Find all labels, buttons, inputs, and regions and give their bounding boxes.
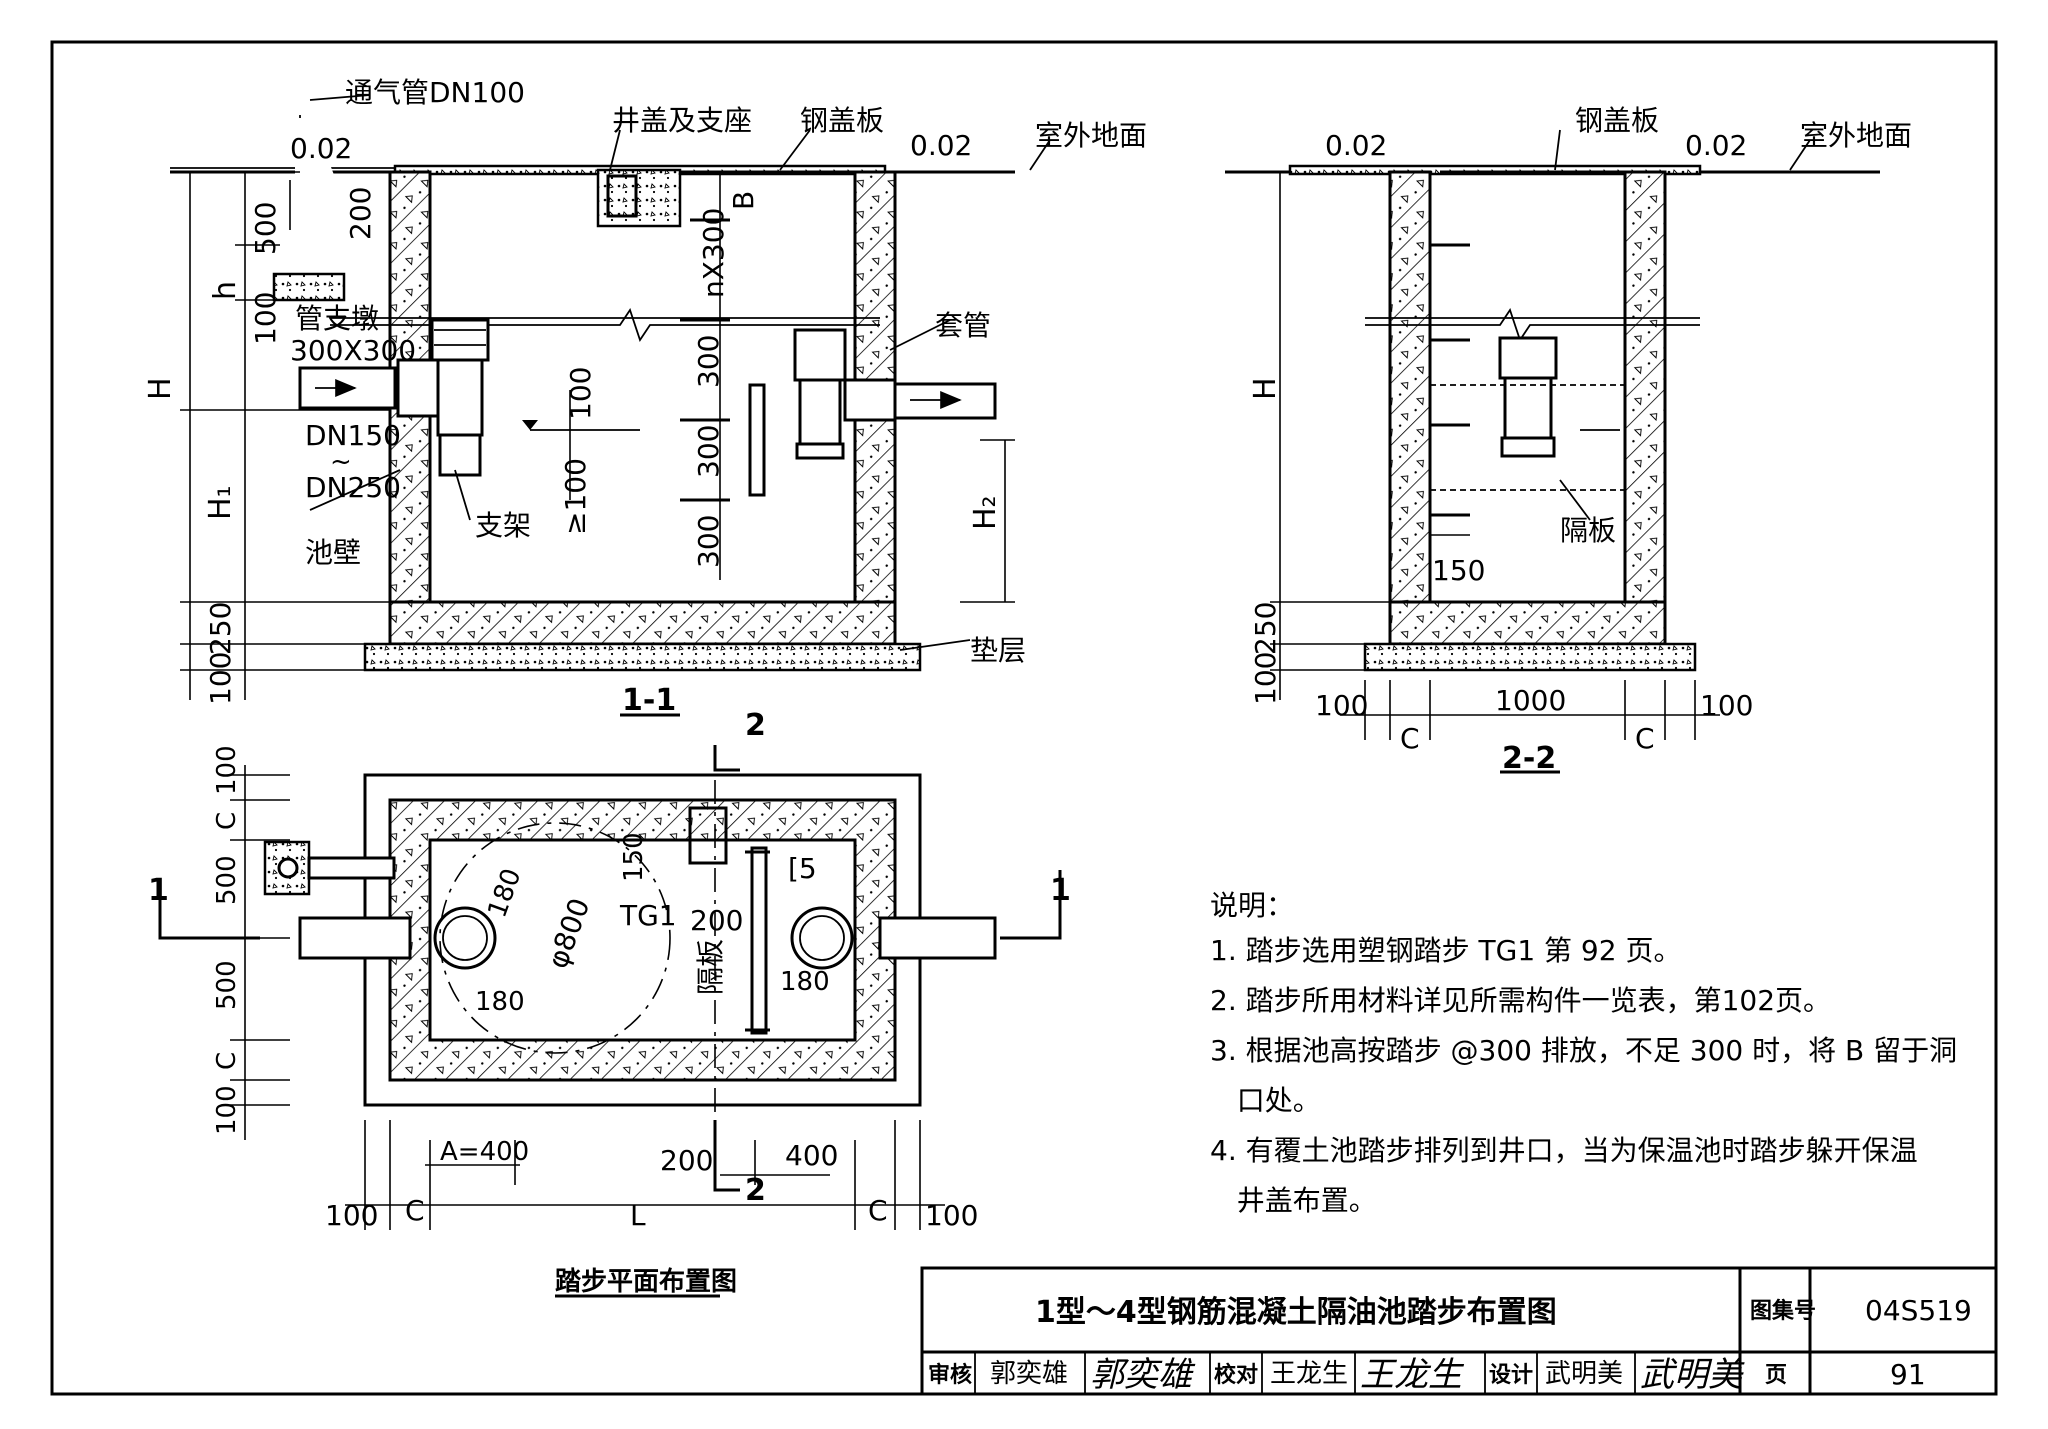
reviewer-signature: 郭奕雄 bbox=[1090, 1355, 1196, 1395]
sleeve-label: 套管 bbox=[935, 309, 991, 342]
vent-pipe-label: 通气管DN100 bbox=[345, 76, 525, 109]
inlet-dn-tilde: ~ bbox=[330, 447, 352, 477]
dim-ge100: ≥100 bbox=[559, 458, 592, 535]
page-label: 页 bbox=[1765, 1363, 1787, 1388]
dim-150: 150 bbox=[619, 832, 649, 882]
check-label: 校对 bbox=[1214, 1362, 1258, 1388]
support-label: 支架 bbox=[475, 509, 531, 542]
dim-300: 300 bbox=[692, 425, 725, 478]
checker-name: 王龙生 bbox=[1270, 1359, 1348, 1389]
dim-C: C bbox=[212, 1052, 242, 1070]
tg1-label: TG1 bbox=[619, 899, 677, 932]
dim-100: 100 bbox=[212, 745, 242, 795]
dim-200: 200 bbox=[344, 187, 377, 240]
dim-C: C bbox=[868, 1194, 888, 1227]
section-1-1 bbox=[170, 80, 1051, 717]
checker-signature: 王龙生 bbox=[1360, 1355, 1465, 1395]
design-label: 设计 bbox=[1489, 1363, 1533, 1388]
dim-B: B bbox=[727, 191, 760, 210]
dim-100: 100 bbox=[212, 1085, 242, 1135]
note-item: 2. 踏步所用材料详见所需构件一览表，第102页。 bbox=[1210, 984, 1831, 1017]
dim-300: 300 bbox=[692, 515, 725, 568]
note-item: 1. 踏步选用塑钢踏步 TG1 第 92 页。 bbox=[1210, 934, 1681, 967]
page-number: 91 bbox=[1890, 1358, 1926, 1391]
dim-100: 100 bbox=[204, 652, 237, 705]
designer-signature: 武明美 bbox=[1640, 1355, 1745, 1395]
slope-label: 0.02 bbox=[290, 132, 352, 165]
steel-cover-label: 钢盖板 bbox=[1575, 104, 1659, 137]
cushion-label: 垫层 bbox=[970, 634, 1026, 667]
dim-nx300: nX300 bbox=[697, 208, 730, 298]
cut-mark: 1 bbox=[148, 873, 169, 908]
drawing-title: 1型～4型钢筋混凝土隔油池踏步布置图 bbox=[1035, 1295, 1557, 1330]
outdoor-ground-label: 室外地面 bbox=[1800, 119, 1912, 152]
note-item: 井盖布置。 bbox=[1210, 1184, 1377, 1217]
baffle-label: 隔板 bbox=[694, 939, 727, 995]
note-item: 口处。 bbox=[1210, 1084, 1321, 1117]
notes-heading: 说明： bbox=[1210, 889, 1294, 922]
pier-label: 管支墩 bbox=[295, 302, 379, 335]
dim-C: C bbox=[212, 812, 242, 830]
dim-H: H bbox=[1248, 377, 1283, 400]
dim-H2: H₂ bbox=[968, 495, 1003, 530]
slope-label: 0.02 bbox=[910, 129, 972, 162]
cut-mark: 2 bbox=[745, 708, 766, 743]
dim-C: C bbox=[1400, 722, 1420, 755]
plan-title: 踏步平面布置图 bbox=[555, 1266, 737, 1297]
dim-200: 200 bbox=[660, 1144, 713, 1177]
pier-size-label: 300X300 bbox=[290, 334, 416, 367]
channel-label: [5 bbox=[788, 852, 817, 885]
dim-250: 250 bbox=[1249, 602, 1282, 655]
plan-view bbox=[158, 745, 1062, 1298]
dim-h: h bbox=[208, 281, 243, 300]
reviewer-name: 郭奕雄 bbox=[990, 1359, 1068, 1389]
inlet-dn-label: DN250 bbox=[305, 471, 401, 504]
cover-support-label: 井盖及支座 bbox=[612, 104, 752, 137]
steel-cover-label: 钢盖板 bbox=[800, 104, 884, 137]
dim-100: 100 bbox=[1249, 652, 1282, 705]
section-2-2-title: 2-2 bbox=[1502, 741, 1556, 776]
dim-A400: A=400 bbox=[440, 1137, 529, 1167]
note-item: 4. 有覆土池踏步排列到井口，当为保温池时踏步躲开保温 bbox=[1210, 1134, 1918, 1167]
note-item: 3. 根据池高按踏步 @300 排放，不足 300 时，将 B 留于洞 bbox=[1210, 1034, 1957, 1067]
dim-150: 150 bbox=[1432, 554, 1485, 587]
dim-H1: H₁ bbox=[203, 485, 238, 520]
dim-L: L bbox=[630, 1199, 646, 1232]
dim-H: H bbox=[143, 377, 178, 400]
outdoor-ground-label: 室外地面 bbox=[1035, 119, 1147, 152]
dim-400: 400 bbox=[785, 1139, 838, 1172]
dim-100: 100 bbox=[249, 292, 282, 345]
dim-100: 100 bbox=[925, 1199, 978, 1232]
dim-100: 100 bbox=[564, 367, 597, 420]
dim-180: 180 bbox=[475, 987, 525, 1017]
slope-label: 0.02 bbox=[1685, 129, 1747, 162]
dim-500: 500 bbox=[249, 202, 282, 255]
dim-100: 100 bbox=[325, 1199, 378, 1232]
dim-100: 100 bbox=[1315, 689, 1368, 722]
dim-C: C bbox=[405, 1194, 425, 1227]
atlas-number: 04S519 bbox=[1865, 1294, 1972, 1327]
section-1-1-title: 1-1 bbox=[622, 683, 676, 718]
pool-wall-label: 池壁 bbox=[305, 536, 361, 569]
dim-100: 100 bbox=[1700, 689, 1753, 722]
section-2-2 bbox=[1225, 129, 1880, 774]
dim-200: 200 bbox=[690, 904, 743, 937]
dim-1000: 1000 bbox=[1495, 684, 1566, 717]
dim-180: 180 bbox=[780, 967, 830, 997]
designer-name: 武明美 bbox=[1545, 1359, 1623, 1389]
slope-label: 0.02 bbox=[1325, 129, 1387, 162]
cut-mark: 2 bbox=[745, 1173, 766, 1208]
review-label: 审核 bbox=[928, 1362, 972, 1388]
dim-C: C bbox=[1635, 722, 1655, 755]
title-block bbox=[920, 1266, 1998, 1396]
cut-mark: 1 bbox=[1050, 873, 1071, 908]
baffle-label: 隔板 bbox=[1560, 514, 1616, 547]
inlet-dn-label: DN150 bbox=[305, 419, 401, 452]
dim-250: 250 bbox=[204, 602, 237, 655]
dim-500: 500 bbox=[212, 960, 242, 1010]
atlas-label: 图集号 bbox=[1750, 1298, 1816, 1324]
dim-500: 500 bbox=[212, 855, 242, 905]
dim-300: 300 bbox=[692, 335, 725, 388]
